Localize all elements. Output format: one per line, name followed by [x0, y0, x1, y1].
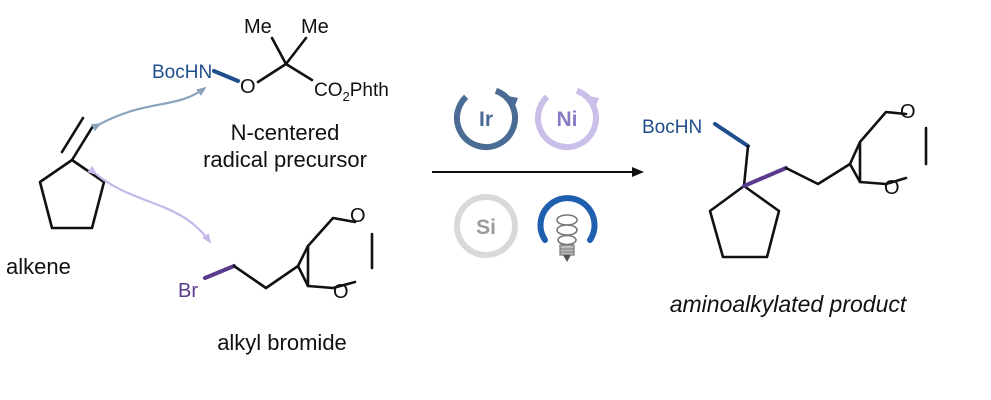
precursor-me-right: Me — [301, 16, 329, 38]
alkyl-bromide-structure: Br O O — [178, 205, 374, 303]
bromide-br: Br — [178, 280, 198, 302]
alkyl-bromide-label: alkyl bromide — [217, 330, 347, 355]
precursor-label-line2: radical precursor — [203, 147, 367, 172]
product-label: aminoalkylated product — [670, 291, 908, 317]
product-o-bottom: O — [884, 177, 900, 199]
si-label: Si — [476, 216, 496, 239]
alkene-structure — [38, 116, 106, 230]
n-o-bond — [212, 69, 240, 83]
precursor-label-line1: N-centered — [231, 120, 340, 145]
si-reagent: Si — [454, 194, 518, 258]
precursor-ester: CO2Phth — [314, 80, 389, 104]
precursor-me-left: Me — [244, 16, 272, 38]
precursor-o: O — [240, 76, 256, 98]
alkene-to-bromide-arrow — [87, 165, 212, 244]
light-bulb-icon — [537, 195, 598, 262]
alkene-to-precursor-arrow — [91, 86, 207, 132]
alkene-label: alkene — [6, 254, 71, 279]
ir-label: Ir — [479, 108, 493, 131]
product-structure: BocHN O O — [642, 101, 928, 259]
c-c-new-bond — [742, 166, 788, 188]
ester-phth: Phth — [350, 80, 389, 101]
ester-co: CO — [314, 80, 343, 101]
ester-subscript: 2 — [343, 89, 350, 104]
precursor-boc-hn: BocHN — [152, 62, 212, 83]
ir-catalyst-cycle: Ir — [454, 85, 518, 150]
c-br-bond — [203, 264, 236, 280]
bromide-o-top: O — [350, 205, 366, 227]
ni-catalyst-cycle: Ni — [535, 86, 599, 151]
product-boc-hn: BocHN — [642, 117, 702, 138]
n-c-bond — [713, 122, 750, 148]
ni-label: Ni — [557, 108, 578, 131]
bromide-o-bottom: O — [333, 281, 349, 303]
precursor-structure: BocHN O Me Me CO2Phth — [152, 16, 389, 104]
product-o-top: O — [900, 101, 916, 123]
